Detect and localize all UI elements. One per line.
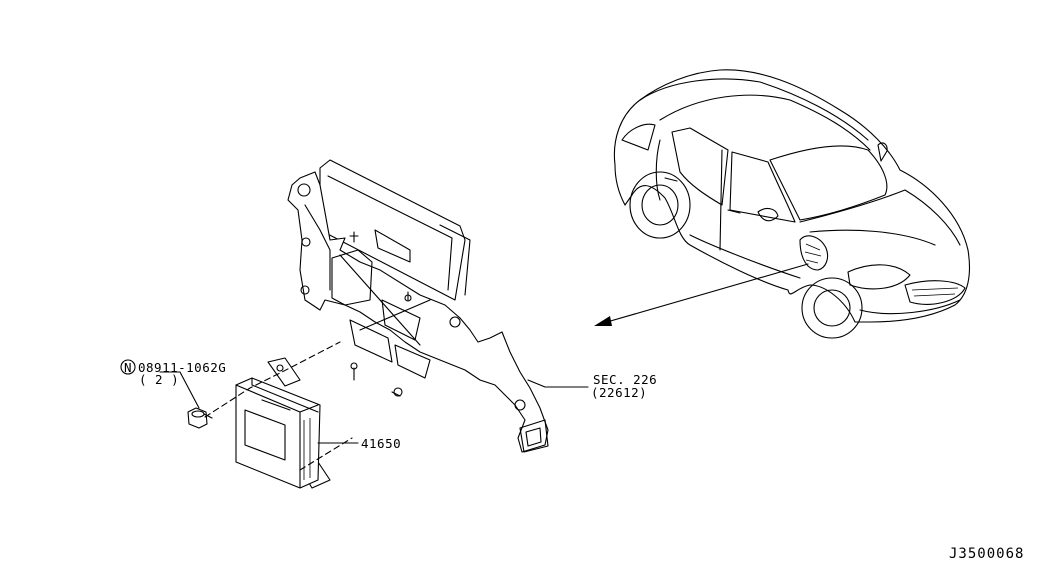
label-module: 41650 [361, 436, 401, 451]
control-module [235, 357, 331, 489]
leader-lines [159, 371, 589, 444]
hex-nut [187, 407, 213, 429]
figure-code: J3500068 [949, 546, 1024, 562]
module-location-marker [799, 235, 829, 271]
n-symbol-icon [120, 359, 136, 375]
nut-part-number: 08911-1062G [138, 360, 226, 375]
bracket-section: SEC. 226 [593, 372, 657, 387]
vehicle-illustration [613, 69, 971, 339]
nut-quantity: ( 2 ) [139, 372, 179, 387]
module-part-number: 41650 [361, 436, 401, 451]
mounting-bracket [287, 159, 549, 453]
location-arrow [594, 263, 809, 326]
label-bracket: SEC. 226 (22612) [591, 372, 657, 400]
bracket-ref: (22612) [591, 385, 647, 400]
label-nut: N 08911-1062G ( 2 ) [120, 359, 226, 387]
nut-label-prefix: N [124, 360, 132, 375]
